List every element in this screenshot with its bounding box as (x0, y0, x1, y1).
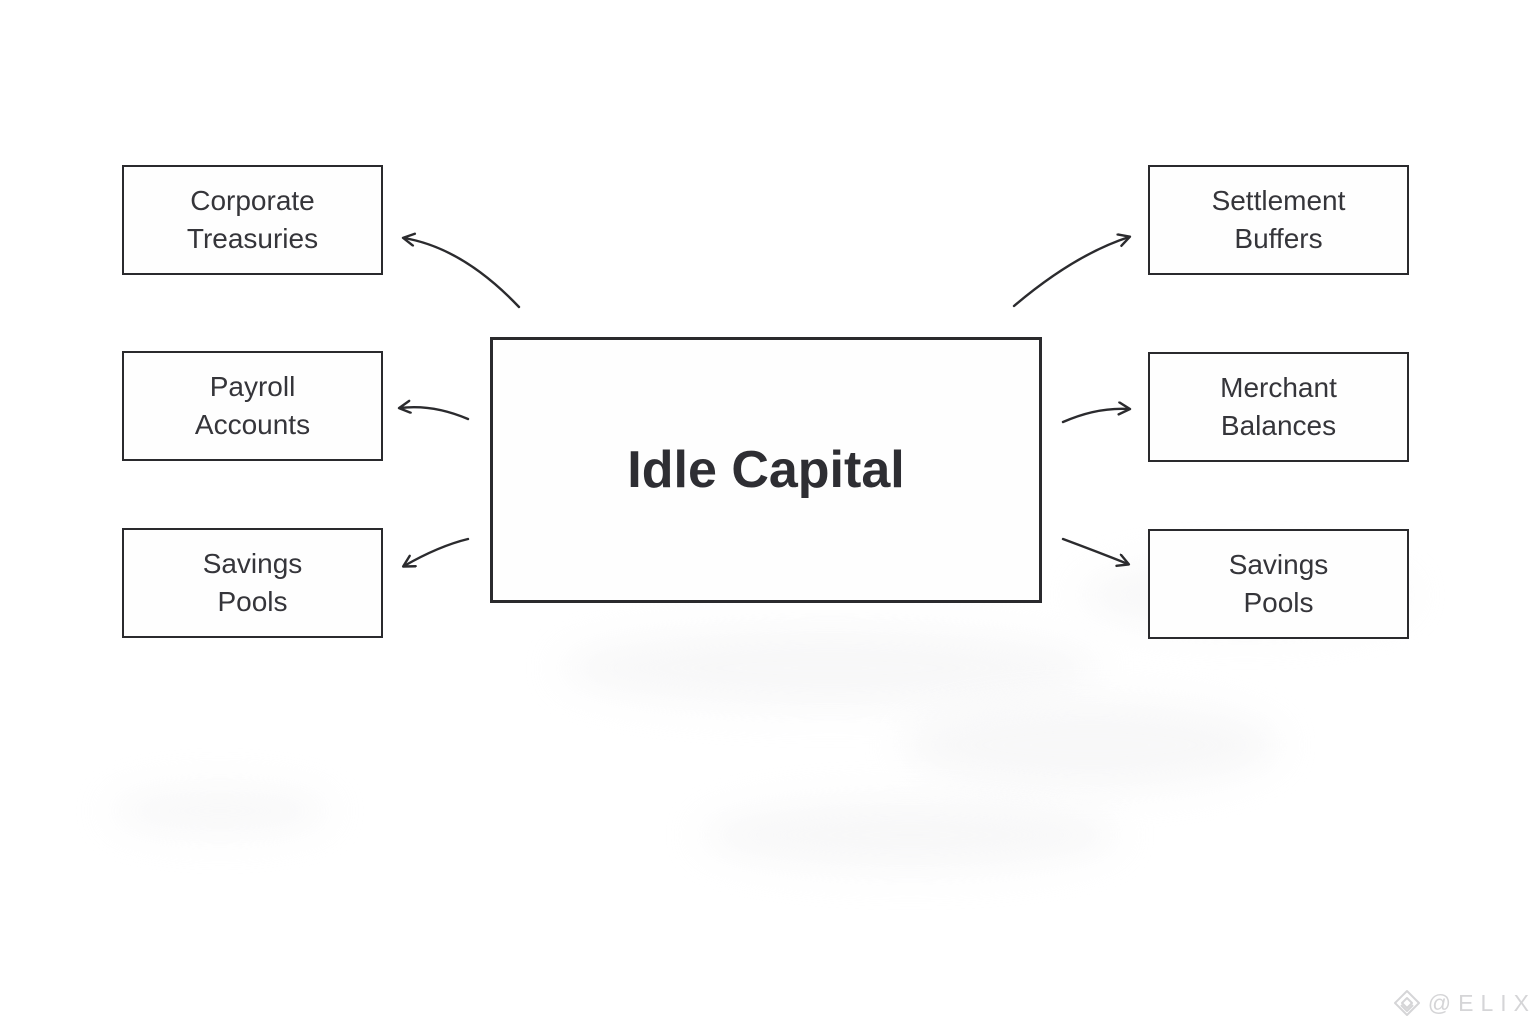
arrow-center-to-corporate-treasuries (404, 238, 521, 309)
node-settlement-buffers: Settlement Buffers (1148, 165, 1409, 275)
node-label: Treasuries (186, 223, 319, 254)
node-payroll-accounts: Payroll Accounts (122, 351, 383, 461)
arrow-center-to-savings-pools-right (1061, 537, 1128, 564)
center-node-label: Idle Capital (627, 441, 905, 499)
node-label: Corporate (190, 185, 315, 216)
node-merchant-balances: Merchant Balances (1148, 352, 1409, 462)
arrow-center-to-savings-pools-left (404, 537, 470, 566)
node-label: Savings (202, 548, 303, 579)
node-savings-pools-left: Savings Pools (122, 528, 383, 638)
node-label: Payroll (209, 371, 296, 402)
node-idle-capital: Idle Capital (490, 337, 1042, 603)
arrow-center-to-merchant-balances (1061, 409, 1129, 424)
node-label: Merchant (1220, 372, 1337, 403)
node-label: Buffers (1234, 223, 1323, 254)
node-label: Pools (217, 586, 288, 617)
node-label: Balances (1220, 410, 1337, 441)
node-label: Pools (1243, 587, 1314, 618)
node-label: Accounts (194, 409, 311, 440)
node-savings-pools-right: Savings Pools (1148, 529, 1409, 639)
node-label: Settlement (1211, 185, 1346, 216)
node-corporate-treasuries: Corporate Treasuries (122, 165, 383, 275)
arrow-center-to-settlement-buffers (1012, 237, 1129, 308)
arrow-center-to-payroll-accounts (400, 407, 470, 421)
node-label: Savings (1228, 549, 1329, 580)
